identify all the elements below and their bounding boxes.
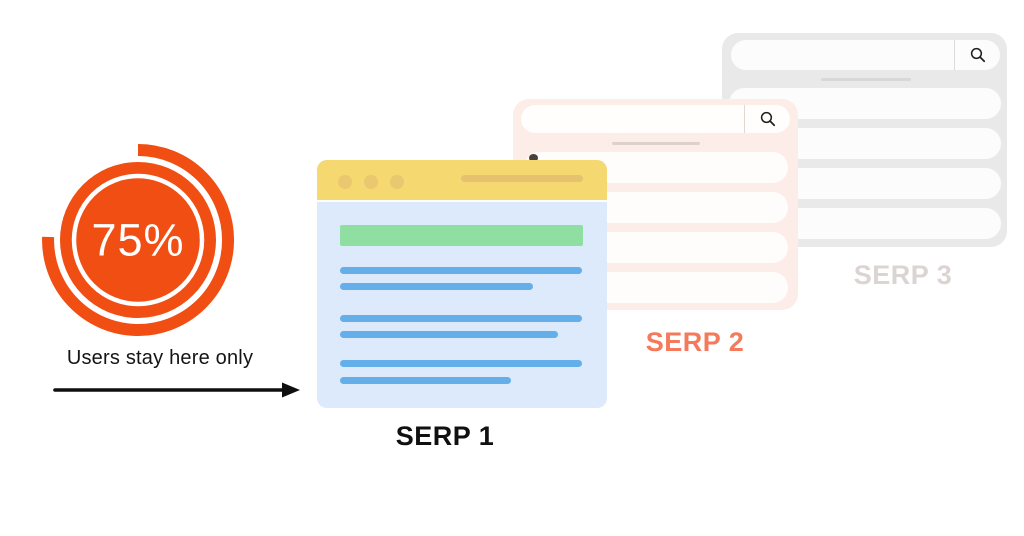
header-url-bar (461, 175, 583, 182)
arrow-head (282, 382, 300, 398)
divider (821, 78, 911, 81)
serp3-label: SERP 3 (853, 260, 953, 290)
result-line (340, 360, 582, 367)
result-line (340, 283, 533, 290)
window-control-dot (390, 175, 404, 189)
serp1-browser-window (317, 160, 607, 408)
search-icon (744, 105, 790, 133)
arrow-right-icon (53, 382, 300, 398)
progress-donut: 75% (42, 144, 235, 336)
window-control-dot (364, 175, 378, 189)
serp3-search-bar (731, 40, 1000, 70)
result-line (340, 267, 582, 274)
stat-caption: Users stay here only (66, 347, 254, 369)
featured-result-bar (340, 225, 583, 246)
donut-disc (60, 162, 216, 318)
search-field (731, 40, 954, 70)
hidden-search-icon-tip (529, 154, 538, 162)
divider (612, 142, 700, 145)
result-line (340, 331, 558, 338)
result-line (340, 377, 511, 384)
search-icon (954, 40, 1000, 70)
search-field (521, 105, 744, 133)
window-control-dot (338, 175, 352, 189)
result-line (340, 315, 582, 322)
serp2-search-bar (521, 105, 790, 133)
serp2-label: SERP 2 (645, 327, 745, 357)
donut-progress-arc (42, 144, 235, 336)
window-header (317, 160, 607, 202)
serp1-label: SERP 1 (395, 421, 495, 451)
donut-inner-ring (71, 173, 205, 307)
percent-value: 75% (91, 215, 184, 266)
